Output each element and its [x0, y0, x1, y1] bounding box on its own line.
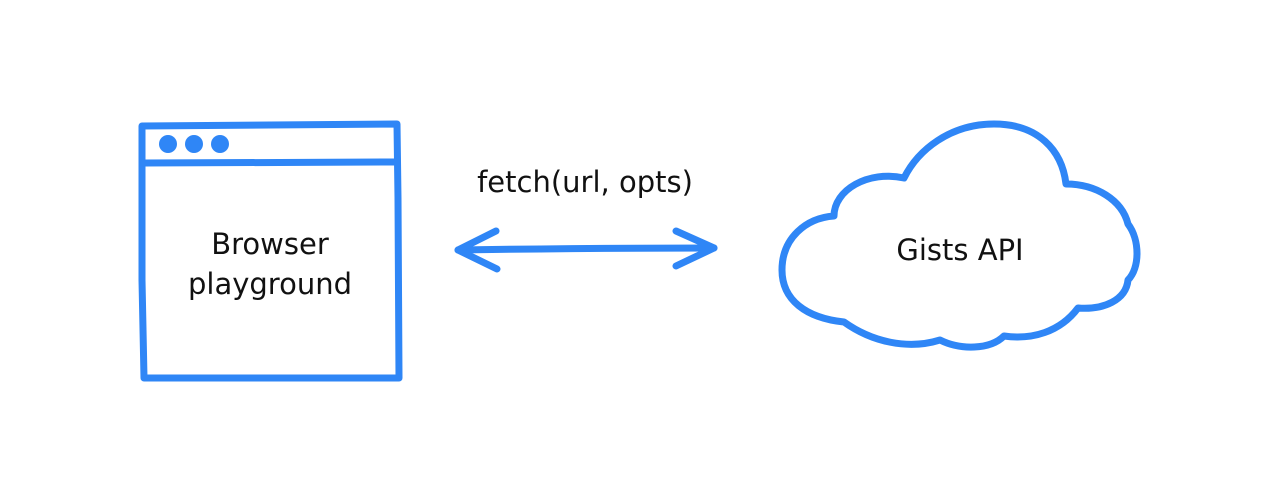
browser-window-titlebar-divider: [140, 158, 400, 167]
browser-playground-label: Browser playground: [140, 224, 400, 304]
browser-window-dot-2: [185, 135, 203, 153]
double-arrow-icon: [454, 227, 718, 273]
arrow-head-right: [672, 227, 718, 270]
arrow-head-left: [454, 227, 501, 273]
browser-window-frame: [138, 120, 403, 382]
browser-label-line1: Browser: [211, 227, 329, 261]
browser-window-dot-3: [211, 135, 229, 153]
fetch-call-label: fetch(url, opts): [477, 165, 693, 199]
browser-label-line2: playground: [187, 267, 352, 301]
gists-api-label: Gists API: [896, 233, 1024, 267]
arrow-shaft: [454, 244, 718, 254]
browser-window-icon: [138, 120, 403, 382]
cloud-icon: [778, 120, 1141, 351]
browser-window-dot-1: [159, 135, 177, 153]
